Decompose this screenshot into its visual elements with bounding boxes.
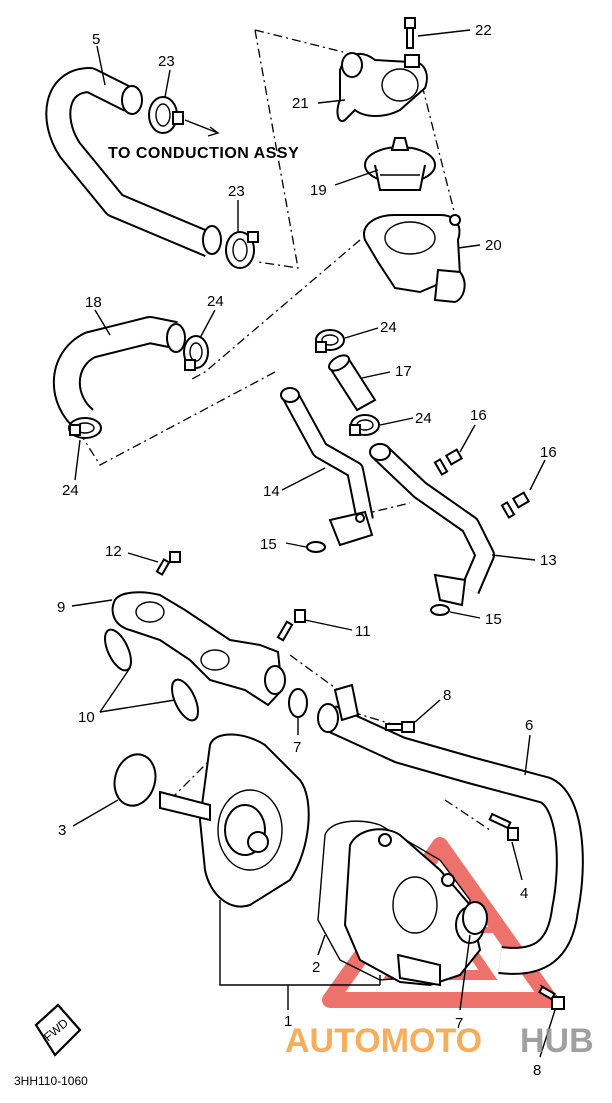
callout-2: 2 <box>312 959 320 976</box>
callout-7-lower: 7 <box>455 1015 463 1032</box>
thermostat-19 <box>364 137 436 191</box>
callout-19: 19 <box>310 182 327 199</box>
bolt-16-b <box>500 491 531 519</box>
callout-8-lower: 8 <box>533 1062 541 1079</box>
callout-3: 3 <box>58 822 66 839</box>
bolt-22 <box>404 17 416 49</box>
pump-housing <box>343 828 485 987</box>
watermark-text-left: AUTOMOTO <box>285 1022 482 1060</box>
clamp-24-b <box>68 417 102 439</box>
o-ring-15-right <box>430 604 450 616</box>
callout-1: 1 <box>284 1013 292 1030</box>
clamp-24-d <box>349 414 380 436</box>
callout-4: 4 <box>520 885 528 902</box>
bracket-part-1 <box>219 900 381 1010</box>
clamp-23-upper <box>148 96 184 134</box>
drawing-code: 3HH110-1060 <box>14 1074 88 1088</box>
callout-9: 9 <box>57 599 65 616</box>
callout-5: 5 <box>92 31 100 48</box>
callout-16-b: 16 <box>540 444 557 461</box>
bolt-16-a <box>433 448 464 476</box>
callout-24-d: 24 <box>415 410 432 427</box>
callout-16-a: 16 <box>470 407 487 424</box>
clamp-24-c <box>315 329 345 353</box>
callout-10: 10 <box>78 709 95 726</box>
bolt-8-lower <box>538 985 565 1010</box>
callout-24-b: 24 <box>62 482 79 499</box>
callout-labels: 5 23 23 22 21 19 20 18 24 24 24 24 17 16… <box>57 22 557 1079</box>
clamp-24-a <box>183 335 209 371</box>
o-ring-10-left <box>104 628 132 672</box>
watermark-text-right: HUB <box>520 1022 594 1060</box>
gasket-2 <box>317 820 471 981</box>
callout-24-c: 24 <box>380 319 397 336</box>
bolt-11 <box>276 609 306 642</box>
assembly-guide-lines <box>77 29 563 1001</box>
callout-17: 17 <box>395 363 412 380</box>
thermostat-cover-21 <box>336 52 428 123</box>
pipe-13 <box>369 443 495 607</box>
callout-6: 6 <box>525 717 533 734</box>
o-ring-15-left <box>306 541 326 553</box>
caption-to-conduction: TO CONDUCTION ASSY <box>108 145 299 162</box>
water-pipe-9 <box>111 591 286 707</box>
callout-22: 22 <box>475 22 492 39</box>
fwd-arrow-icon: FWD <box>34 1003 82 1057</box>
callout-21: 21 <box>292 95 309 112</box>
callout-8-upper: 8 <box>443 687 451 704</box>
callout-23-lower: 23 <box>228 183 245 200</box>
callout-11: 11 <box>355 623 371 640</box>
hose-18 <box>52 316 186 431</box>
bolt-4 <box>488 812 519 841</box>
watermark-text: AUTOMOTO HUB <box>285 1022 594 1060</box>
callout-15-right: 15 <box>485 611 502 628</box>
callout-24-a: 24 <box>207 293 224 310</box>
o-ring-7-lower <box>462 901 488 935</box>
callout-20: 20 <box>485 237 502 254</box>
callout-14: 14 <box>263 483 280 500</box>
hose-6 <box>317 683 584 975</box>
fwd-label: FWD <box>41 1016 71 1045</box>
o-ring-7-upper <box>288 688 308 718</box>
callout-18: 18 <box>85 294 102 311</box>
water-pump-impeller <box>159 733 310 908</box>
bolt-8-upper <box>385 721 415 733</box>
callout-23-upper: 23 <box>158 53 175 70</box>
callout-7-upper: 7 <box>293 739 301 756</box>
callout-13: 13 <box>540 552 557 569</box>
callout-12: 12 <box>105 543 122 560</box>
pipe-17 <box>328 354 377 412</box>
clamp-23-lower <box>225 231 259 269</box>
hose-5 <box>45 67 222 257</box>
callout-15-left: 15 <box>260 536 277 553</box>
leader-lines <box>71 29 556 1058</box>
pipe-14 <box>280 387 374 547</box>
bolt-12 <box>155 551 181 576</box>
thermostat-housing-20 <box>363 214 466 304</box>
o-ring-3 <box>113 753 157 807</box>
o-ring-10-right <box>171 678 199 722</box>
arrow-to-conduction <box>184 119 220 137</box>
